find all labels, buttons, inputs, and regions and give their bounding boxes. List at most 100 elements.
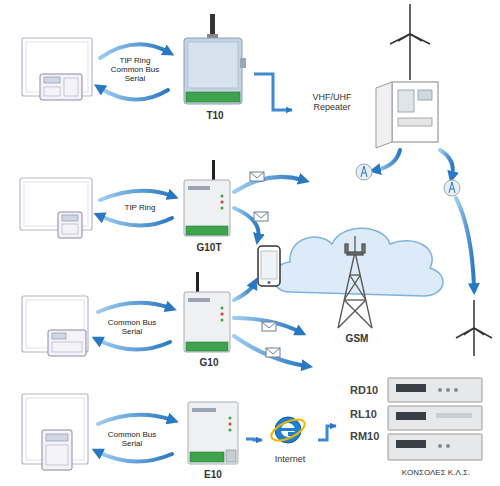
gsm-module: [184, 180, 230, 236]
gsm-module: [186, 342, 228, 351]
ip-module: [188, 402, 238, 464]
link-arrow: [246, 439, 262, 440]
signal-badge: [444, 180, 460, 196]
radio-module: [184, 14, 246, 104]
signal-badge: [356, 164, 460, 196]
receiver-console: [454, 388, 458, 392]
repeater-name: VHF/UHF Repeater: [304, 92, 360, 113]
bus-arrow: [98, 452, 172, 462]
wireless-arrow: [234, 336, 306, 366]
gsm-module: [188, 298, 210, 302]
wireless-arrow: [456, 198, 474, 288]
alarm-panel: [58, 212, 82, 238]
gsm-module: G10: [176, 284, 242, 372]
gsm-tower: [344, 299, 366, 300]
ip-module: E10: [180, 394, 246, 484]
network-cloud: [274, 228, 443, 296]
receiver-console: [396, 384, 426, 392]
receiver-console: [388, 378, 482, 460]
smartphone: [258, 246, 280, 286]
gsm-module: [184, 272, 230, 352]
gsm-module: G10T: [176, 172, 242, 256]
repeater-cabinet: [376, 82, 392, 148]
receiver-console: [388, 378, 482, 402]
gsm-tower: [347, 252, 363, 255]
gsm-tower: [354, 236, 355, 252]
gsm-tower: [362, 244, 365, 253]
gsm-module: [221, 195, 224, 198]
alarm-panel: [46, 445, 68, 465]
receiver-console: [438, 444, 442, 448]
gsm-module: [212, 160, 215, 180]
repeater-cabinet: [376, 82, 438, 148]
alarm-panel: [40, 74, 82, 100]
radio-module: T10: [176, 24, 254, 124]
message-icon: [250, 172, 264, 178]
field-antenna: [474, 328, 492, 338]
gsm-tower: [350, 274, 361, 275]
wireless-arrow: [376, 150, 400, 170]
alarm-panel: [62, 215, 78, 221]
gsm-module: [196, 272, 199, 292]
alarm-panel: [46, 434, 68, 441]
message-icon: [250, 172, 264, 181]
bus-label: Common Bus Serial: [106, 430, 158, 448]
smartphone: [261, 251, 277, 279]
alarm-panel: [44, 87, 60, 96]
network-name: GSM: [318, 333, 396, 345]
bus-arrow: [100, 216, 172, 226]
gsm-tower: [338, 252, 355, 328]
receiver-console: [446, 388, 450, 392]
network-name: Internet: [262, 454, 318, 464]
alarm-panel: [62, 224, 78, 234]
gsm-module: [188, 186, 210, 190]
repeater-antenna: [410, 34, 430, 44]
internet-logo: [268, 415, 307, 445]
alarm-panel: [44, 77, 60, 83]
alarm-panel: [48, 330, 86, 356]
alarm-panel: [42, 430, 72, 470]
gsm-module: [221, 307, 224, 310]
message-icon: [266, 348, 280, 357]
receiver-console: [396, 440, 426, 448]
model-name: RL10: [350, 408, 377, 421]
ip-module: [226, 450, 236, 462]
signal-badge: [356, 164, 372, 180]
signal-badge: [361, 166, 367, 177]
bus-arrow: [98, 44, 172, 461]
device-name: G10T: [176, 242, 242, 254]
receiver-console: [388, 434, 482, 460]
device-name: T10: [176, 110, 254, 122]
network-cloud: [274, 228, 443, 296]
gsm-module: [221, 313, 224, 316]
bus-arrow: [98, 415, 172, 424]
bus-arrow: [100, 88, 168, 100]
bus-label: Common Bus Serial: [106, 318, 158, 336]
wireless-arrow: [234, 318, 300, 332]
bus-arrow: [98, 340, 170, 350]
gsm-tower: [355, 252, 372, 328]
gsm-module: [221, 201, 224, 204]
receiver-console: [396, 412, 426, 420]
repeater-antenna: [390, 34, 410, 44]
bus-arrow: [98, 303, 170, 312]
message-icon: [250, 172, 280, 357]
ip-module: [229, 429, 232, 432]
gsm-tower: [350, 275, 366, 300]
smartphone: [258, 246, 280, 286]
field-antenna: [456, 300, 492, 356]
model-name: RM10: [350, 430, 379, 443]
repeater-cabinet: [392, 82, 438, 142]
bus-label: TIP Ring: [110, 203, 170, 212]
repeater-antenna: [390, 4, 430, 80]
model-name: RD10: [350, 384, 378, 397]
receiver-console: [446, 444, 450, 448]
wireless-arrow: [234, 150, 474, 366]
internet-logo: [268, 415, 307, 445]
alarm-panel: [22, 296, 88, 356]
alarm-panel: [52, 342, 82, 352]
repeater-antenna: [409, 4, 411, 80]
repeater-cabinet: [418, 90, 432, 100]
